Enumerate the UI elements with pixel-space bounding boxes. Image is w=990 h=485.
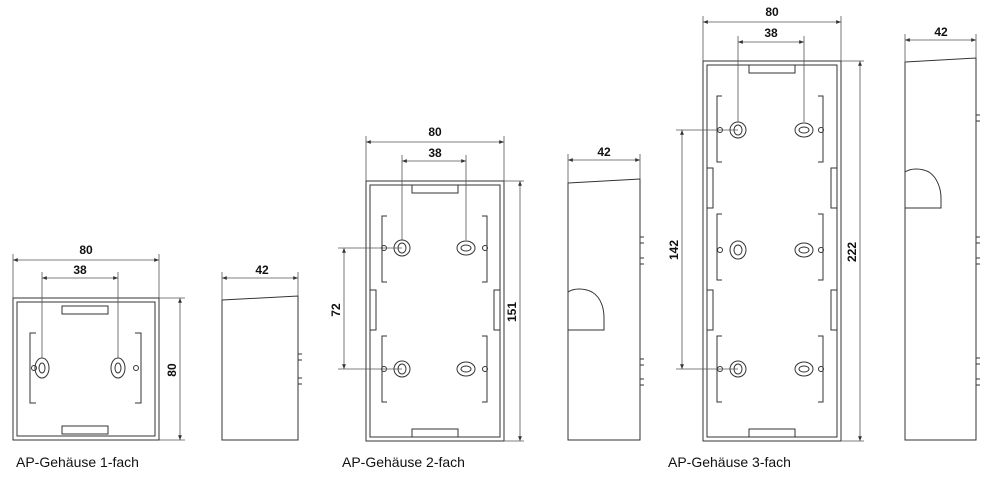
dim-width-label: 80 [765, 5, 779, 19]
dim-hole-spacing-label: 38 [73, 263, 87, 277]
dim-depth-label: 42 [255, 263, 269, 277]
box-2fach-dimensions [338, 136, 524, 442]
box-2fach-side-view [567, 178, 644, 441]
dim-vertical-spacing-label: 142 [667, 240, 681, 260]
dim-depth-label: 42 [597, 145, 611, 159]
dim-width-label: 80 [428, 125, 442, 139]
box-1fach-side-view [221, 295, 302, 441]
dim-hole-spacing-label: 38 [764, 26, 778, 40]
dim-width-label: 80 [79, 243, 93, 257]
knockout-icon [567, 288, 605, 331]
box-2fach-depth-dimension [567, 154, 641, 183]
dim-hole-spacing-label: 38 [428, 146, 442, 160]
box-2fach-front-view [365, 180, 505, 442]
box-3fach-side-view [904, 57, 980, 441]
dim-depth-label: 42 [934, 25, 948, 39]
dim-height-label: 80 [165, 363, 179, 377]
box-1fach-depth-dimension [221, 272, 299, 300]
box-3fach-front-view [702, 60, 842, 442]
dim-height-label: 222 [845, 242, 859, 262]
caption-2fach: AP-Gehäuse 2-fach [342, 454, 465, 470]
caption-3fach: AP-Gehäuse 3-fach [668, 454, 791, 470]
box-1fach-dimensions [12, 254, 185, 441]
screw-hole-icon [34, 357, 50, 379]
caption-1fach: AP-Gehäuse 1-fach [16, 454, 139, 470]
dim-height-label: 151 [505, 302, 519, 322]
knockout-icon [904, 168, 942, 209]
box-3fach-depth-dimension [904, 34, 977, 62]
box-1fach-front-view [12, 297, 160, 441]
dim-vertical-spacing-label: 72 [329, 303, 343, 317]
box-3fach-dimensions [676, 16, 864, 442]
screw-hole-icon [110, 357, 126, 379]
